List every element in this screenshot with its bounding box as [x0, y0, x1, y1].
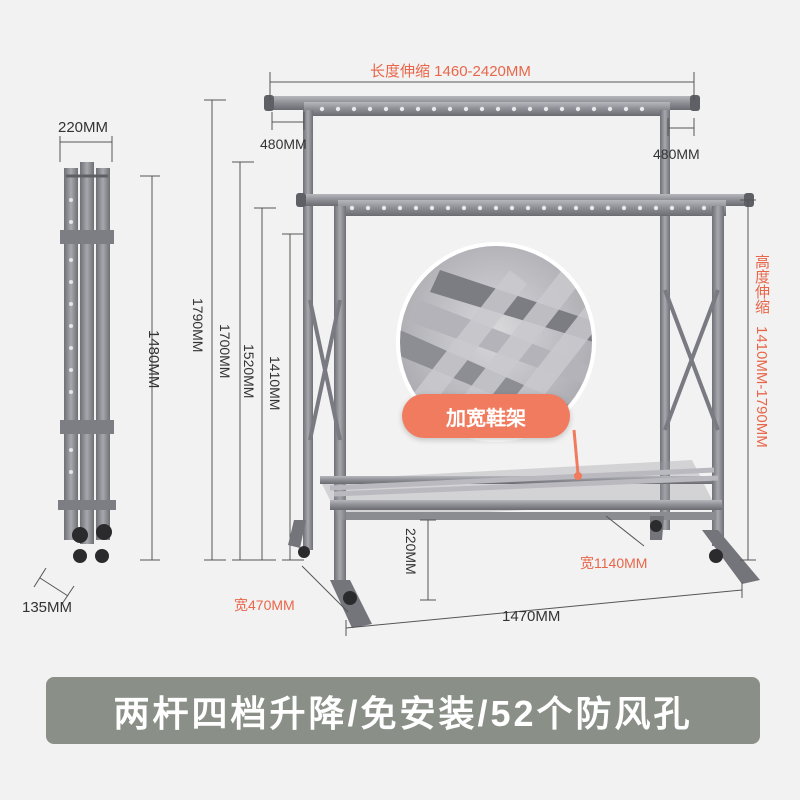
height-range-values-label: 1410MM-1790MM [753, 326, 770, 448]
length-dimension [269, 72, 695, 100]
height-level-2-label: 1700MM [217, 324, 233, 379]
length-range-label: 长度伸缩 1460-2420MM [370, 63, 531, 80]
folded-height-label: 1480MM [145, 330, 162, 389]
folded-width-dimension [59, 136, 113, 162]
height-level-3-label: 1520MM [241, 344, 257, 399]
clothes-rack [264, 95, 760, 628]
height-range-label: 高度伸缩 [753, 254, 770, 314]
base-dimensions [301, 515, 743, 636]
shoe-rack-closeup-icon [396, 242, 596, 480]
folded-height-dimension [140, 175, 160, 561]
extension-dimensions [271, 112, 695, 136]
widened-shoe-rack-badge: 加宽鞋架 [402, 394, 570, 438]
folded-depth-label: 135MM [22, 599, 73, 616]
folded-rack [58, 162, 116, 563]
height-dimensions [204, 99, 304, 561]
height-range-dimension [740, 199, 756, 561]
left-extension-label: 480MM [260, 136, 307, 152]
folded-depth-dimension [33, 567, 75, 605]
inner-width-label: 宽1140MM [580, 555, 648, 571]
total-width-label: 1470MM [502, 608, 561, 625]
folded-width-label: 220MM [58, 119, 109, 136]
shelf-height-dimension [420, 519, 436, 601]
base-width-label: 宽470MM [234, 597, 295, 613]
feature-caption-bar: 两杆四档升降/免安装/52个防风孔 [46, 677, 760, 744]
height-level-1-label: 1790MM [190, 298, 206, 353]
right-extension-label: 480MM [653, 146, 700, 162]
height-level-4-label: 1410MM [267, 356, 283, 411]
shelf-height-label: 220MM [403, 528, 419, 575]
